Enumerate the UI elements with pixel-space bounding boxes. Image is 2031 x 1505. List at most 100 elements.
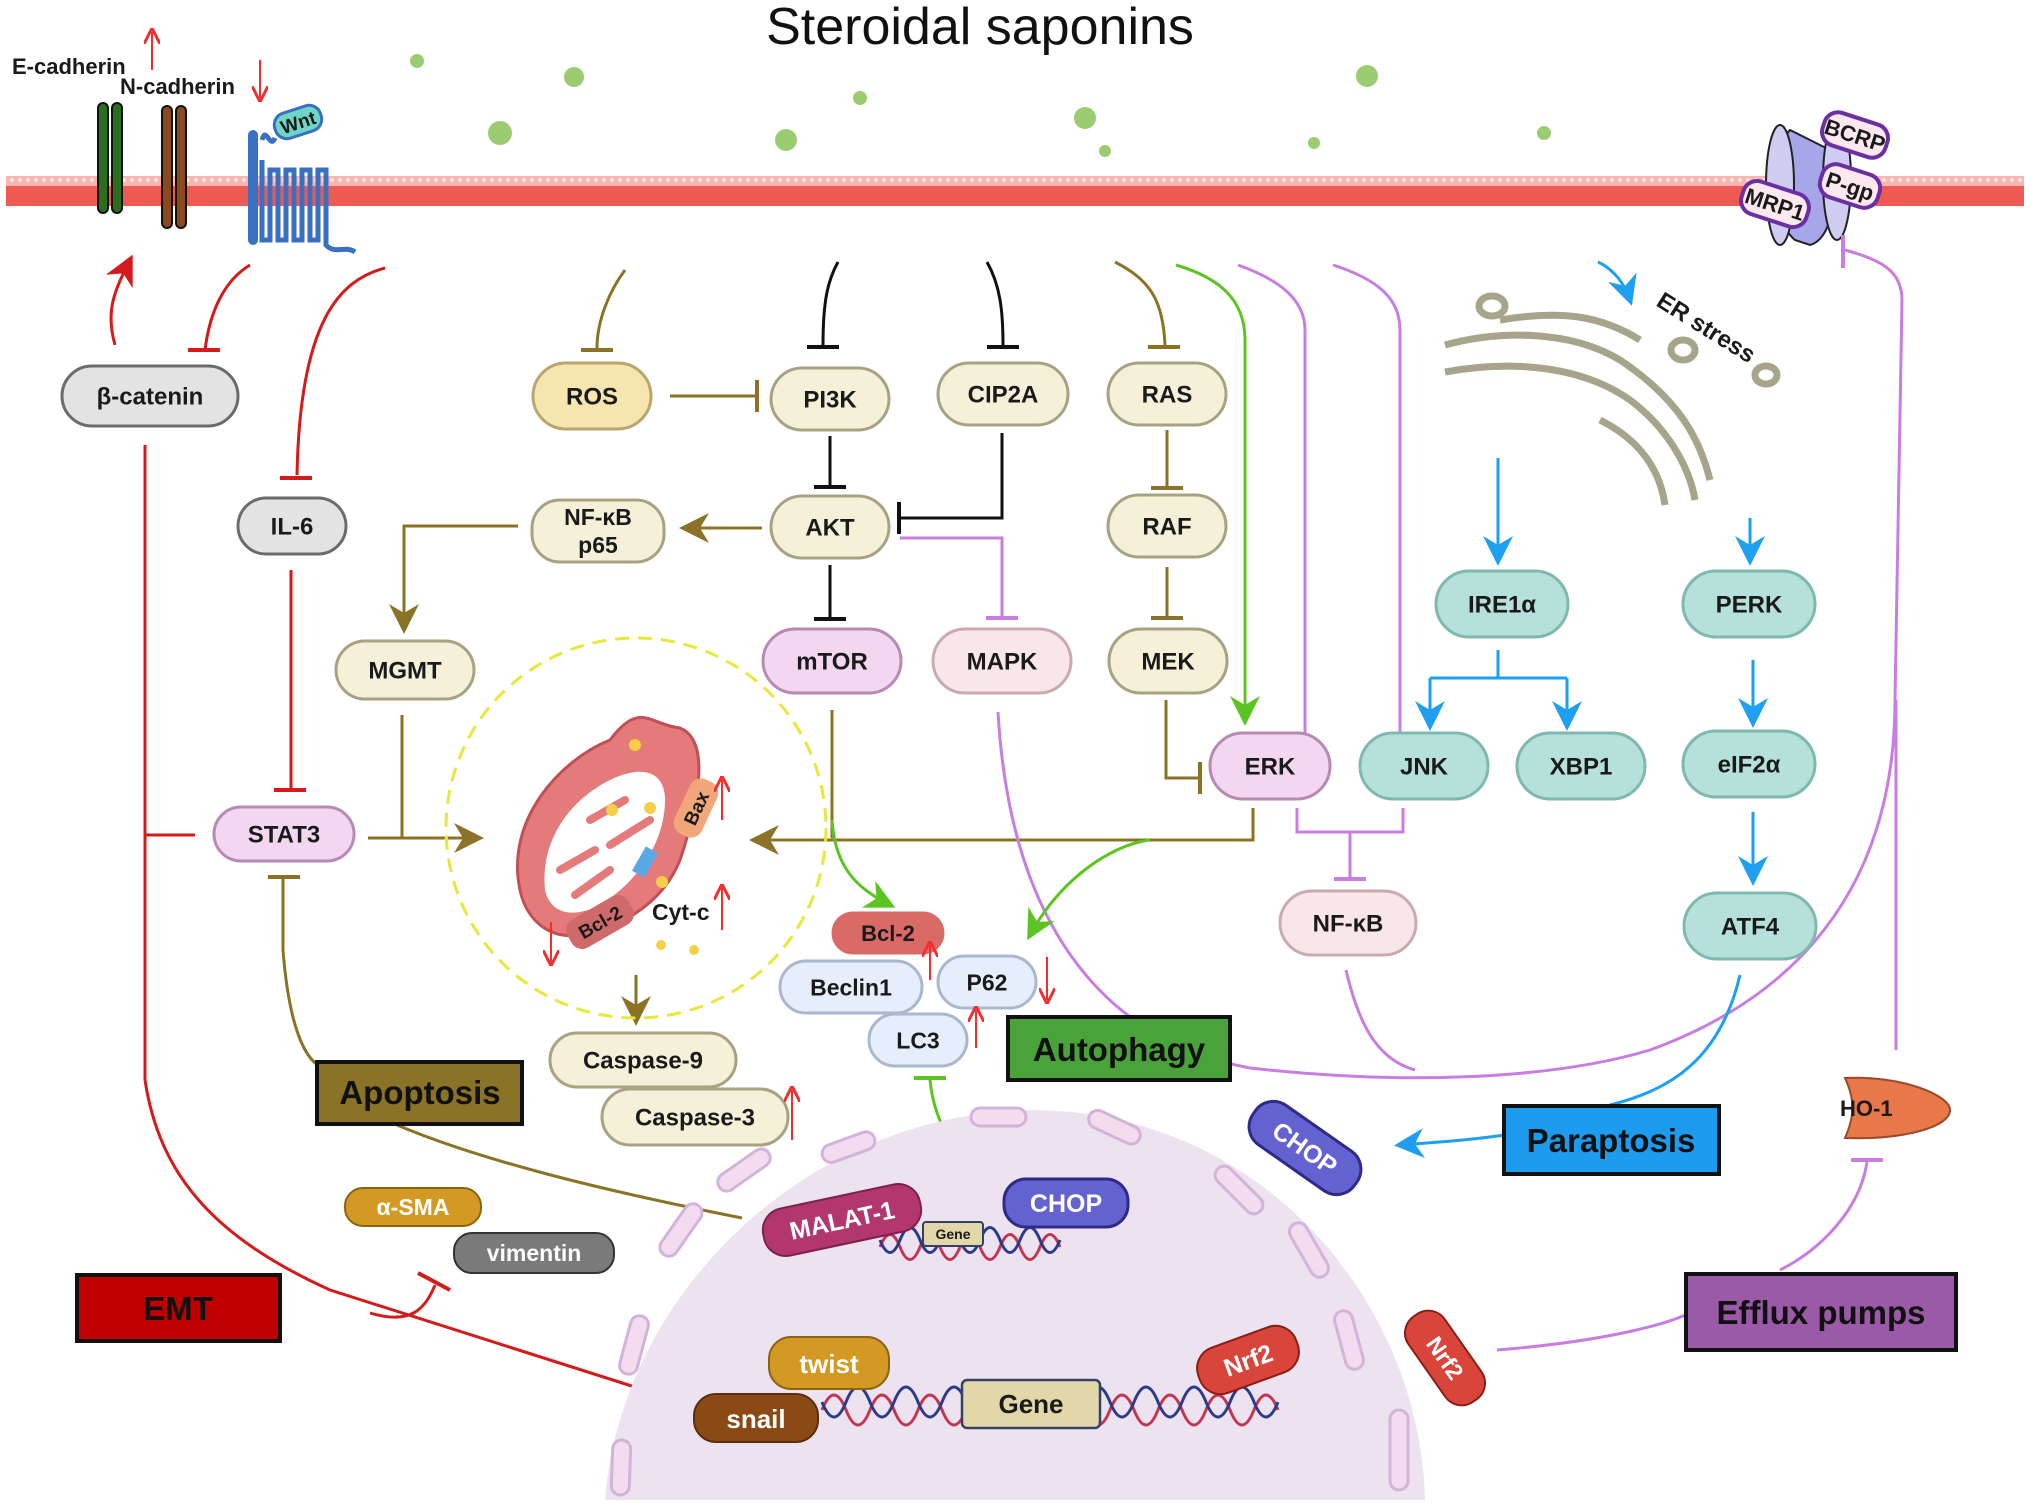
edge-inhibit-il6 [295,266,386,476]
pgp-badge: P-gp [1817,162,1883,210]
node-p62[interactable]: P62 [936,954,1038,1010]
node-label: P62 [967,969,1008,995]
node-mgmt[interactable]: MGMT [334,639,476,701]
svg-text:vimentin: vimentin [487,1240,582,1266]
node-xbp1[interactable]: XBP1 [1515,731,1647,801]
node-bcl2-autophagy[interactable]: Bcl-2 [831,911,945,955]
apoptosis-process-box[interactable]: Apoptosis [315,1060,524,1126]
gene-box: Gene [960,1378,1102,1430]
node-erk[interactable]: ERK [1208,731,1332,801]
node-label: ERK [1245,754,1296,781]
svg-text:Apoptosis: Apoptosis [339,1074,500,1111]
node-label: Beclin1 [810,974,892,1000]
particle [1356,65,1378,87]
node-label: AKT [805,515,855,542]
svg-text:α-SMA: α-SMA [377,1194,450,1220]
n-cadherin-icon [161,105,187,229]
efflux-pumps-process-box[interactable]: Efflux pumps [1684,1272,1958,1352]
node-atf4[interactable]: ATF4 [1682,891,1818,961]
e-cadherin-icon [97,102,123,214]
saponin-particles [410,54,1551,157]
node-beclin1[interactable]: Beclin1 [778,959,924,1015]
node-caspase3[interactable]: Caspase-3 [600,1087,790,1147]
twist-badge: twist [768,1336,890,1390]
emt-process-box[interactable]: EMT [75,1273,282,1343]
edge-paraptosis-to-chop [1394,1128,1506,1159]
paraptosis-process-box[interactable]: Paraptosis [1502,1104,1721,1176]
nrf2-outer-badge: Nrf2 [1404,1309,1486,1407]
node-caspase9[interactable]: Caspase-9 [548,1031,738,1089]
svg-text:Efflux pumps: Efflux pumps [1716,1294,1925,1331]
wnt-ligand: Wnt [272,103,324,141]
particle [488,121,512,145]
node-label: ROS [566,384,618,411]
nrf2-inner-badge: Nrf2 [1196,1324,1300,1396]
particle [853,91,867,105]
node-label: PI3K [803,387,857,414]
cell-membrane [6,176,2024,206]
node-pi3k[interactable]: PI3K [769,366,891,432]
node-nfkb[interactable]: NF-κB [1278,889,1418,957]
svg-text:EMT: EMT [143,1290,213,1327]
node-ros[interactable]: ROS [531,361,653,431]
node-mtor[interactable]: mTOR [761,627,903,695]
node-beta-catenin[interactable]: β-catenin [60,364,240,428]
svg-text:HO-1: HO-1 [1840,1096,1893,1121]
node-label: β-catenin [97,384,204,411]
e-cadherin-label: E-cadherin [12,54,126,79]
chop-inner-badge: CHOP [1002,1177,1130,1229]
node-label: JNK [1400,754,1449,781]
node-label: MGMT [368,658,442,685]
edge-wnt-inhibit-bcatenin [203,263,251,351]
frizzled-receptor-icon [248,130,357,255]
autophagy-process-box[interactable]: Autophagy [1006,1015,1232,1082]
node-label: XBP1 [1550,754,1613,781]
edge-mek-inhibit-erk [1164,700,1198,780]
ho1-icon: HO-1 [1840,1076,1952,1140]
svg-text:Gene: Gene [998,1389,1063,1419]
edge-to-erk [1175,263,1260,726]
node-label: mTOR [796,649,868,676]
edge-bcatenin-to-cadherin [105,254,133,346]
svg-text:snail: snail [726,1404,785,1434]
node-label: PERK [1716,592,1783,619]
node-label: RAS [1142,382,1193,409]
node-label: MAPK [967,649,1038,676]
asma-badge: α-SMA [344,1187,482,1227]
n-cadherin-label: N-cadherin [120,74,235,99]
particle [1308,137,1320,149]
node-label: NF-κB [564,504,632,530]
edge-emt-inhibit-vimentin [369,1284,437,1319]
edge-to-er-stress [1597,260,1637,306]
node-label: STAT3 [248,822,320,849]
edge-erk-to-p62 [1027,838,1151,941]
edge-inhibit-ros [595,269,627,349]
diagram-title: Steroidal saponins [766,0,1194,56]
node-perk[interactable]: PERK [1681,569,1817,639]
node-stat3[interactable]: STAT3 [212,805,356,863]
edge-inhibit-pi3k [821,261,840,346]
node-ras[interactable]: RAS [1106,361,1228,427]
chop-outer-badge: CHOP [1247,1099,1363,1197]
node-label: Bcl-2 [861,921,915,946]
node-il6[interactable]: IL-6 [236,496,348,556]
edge-akt-inhibit-mapk [900,536,1004,616]
svg-text:CHOP: CHOP [1030,1190,1102,1218]
node-ire1a[interactable]: IRE1α [1434,569,1570,639]
node-raf[interactable]: RAF [1106,493,1228,559]
node-lc3[interactable]: LC3 [867,1012,969,1068]
node-mek[interactable]: MEK [1107,627,1229,695]
node-label: CIP2A [968,382,1039,409]
node-label: eIF2α [1718,752,1781,779]
node-cip2a[interactable]: CIP2A [936,361,1070,427]
edge-erk-to-mito [749,808,1255,855]
node-mapk[interactable]: MAPK [931,627,1073,695]
node-akt[interactable]: AKT [769,494,891,560]
node-eif2a[interactable]: eIF2α [1681,729,1817,799]
nuclear-envelope-pores [609,1106,1410,1497]
snail-badge: snail [693,1393,819,1443]
node-jnk[interactable]: JNK [1358,731,1490,801]
